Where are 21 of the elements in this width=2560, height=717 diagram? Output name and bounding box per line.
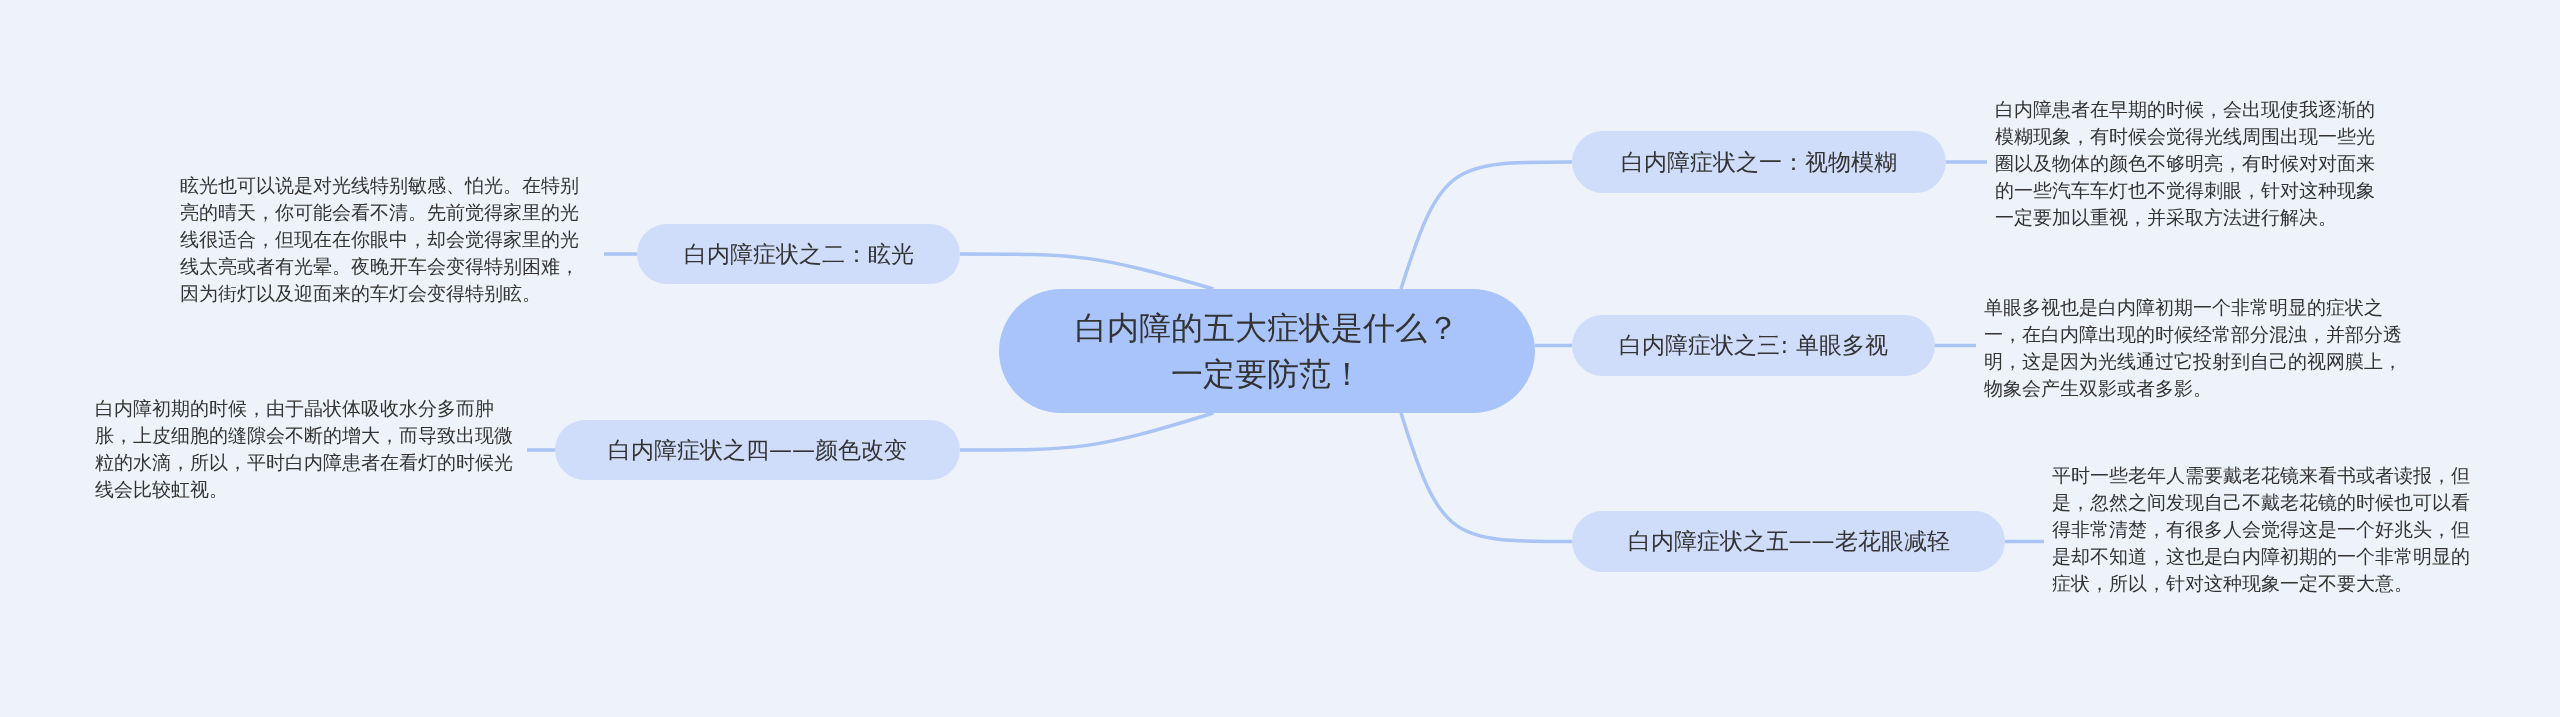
connector-line xyxy=(604,252,637,256)
note-text: 平时一些老年人需要戴老花镜来看书或者读报，但是，忽然之间发现自己不戴老花镜的时候也可以看得非常清楚，有很多人会觉得这是一个好兆头，但是却不知道，这也是白内障初期的一个非常明显的症状，所以，针对这种现象一定不要大意。 xyxy=(2052,462,2476,627)
note-text: 白内障患者在早期的时候，会出现使我逐渐的模糊现象，有时候会觉得光线周围出现一些光圈以及物体的颜色不够明亮，有时候对对面来的一些汽车车灯也不觉得刺眼，针对这种现象一定要加以重视，并采取方法进行解决。 xyxy=(1995,96,2387,236)
connector-line xyxy=(527,448,555,452)
connector-line xyxy=(1399,160,1572,290)
topic-box: 白内障症状之一：视物模糊 xyxy=(1572,131,1946,193)
connector-line xyxy=(1399,412,1572,544)
topic-box: 白内障症状之四——颜色改变 xyxy=(555,420,960,480)
connector-line xyxy=(1935,343,1976,348)
note-text: 眩光也可以说是对光线特别敏感、怕光。在特别亮的晴天，你可能会看不清。先前觉得家里的光线很适合，但现在在你眼中，却会觉得家里的光线太亮或者有光晕。夜晚开车会变得特别困难，因为街灯以及迎面来的车灯会变得特别眩。 xyxy=(180,172,596,342)
connector-line xyxy=(2005,539,2044,544)
note-text: 白内障初期的时候，由于晶状体吸收水分多而肿胀，上皮细胞的缝隙会不断的增大，而导致出现微粒的水滴，所以，平时白内障患者在看灯的时候光线会比较虹视。 xyxy=(95,395,519,507)
connector-line xyxy=(960,411,1214,452)
note-text: 单眼多视也是白内障初期一个非常明显的症状之一，在白内障出现的时候经常部分混浊，并部分透明，这是因为光线通过它投射到自己的视网膜上，物象会产生双影或者多影。 xyxy=(1984,294,2404,404)
topic-box: 白内障症状之三: 单眼多视 xyxy=(1572,315,1935,376)
topic-box: 白内障症状之二：眩光 xyxy=(637,224,960,284)
connector-line xyxy=(1535,343,1572,348)
central-topic-box: 白内障的五大症状是什么？一定要防范！ xyxy=(999,289,1535,413)
connector-line xyxy=(960,252,1214,291)
topic-box: 白内障症状之五——老花眼减轻 xyxy=(1572,511,2005,572)
connector-line xyxy=(1946,160,1987,164)
